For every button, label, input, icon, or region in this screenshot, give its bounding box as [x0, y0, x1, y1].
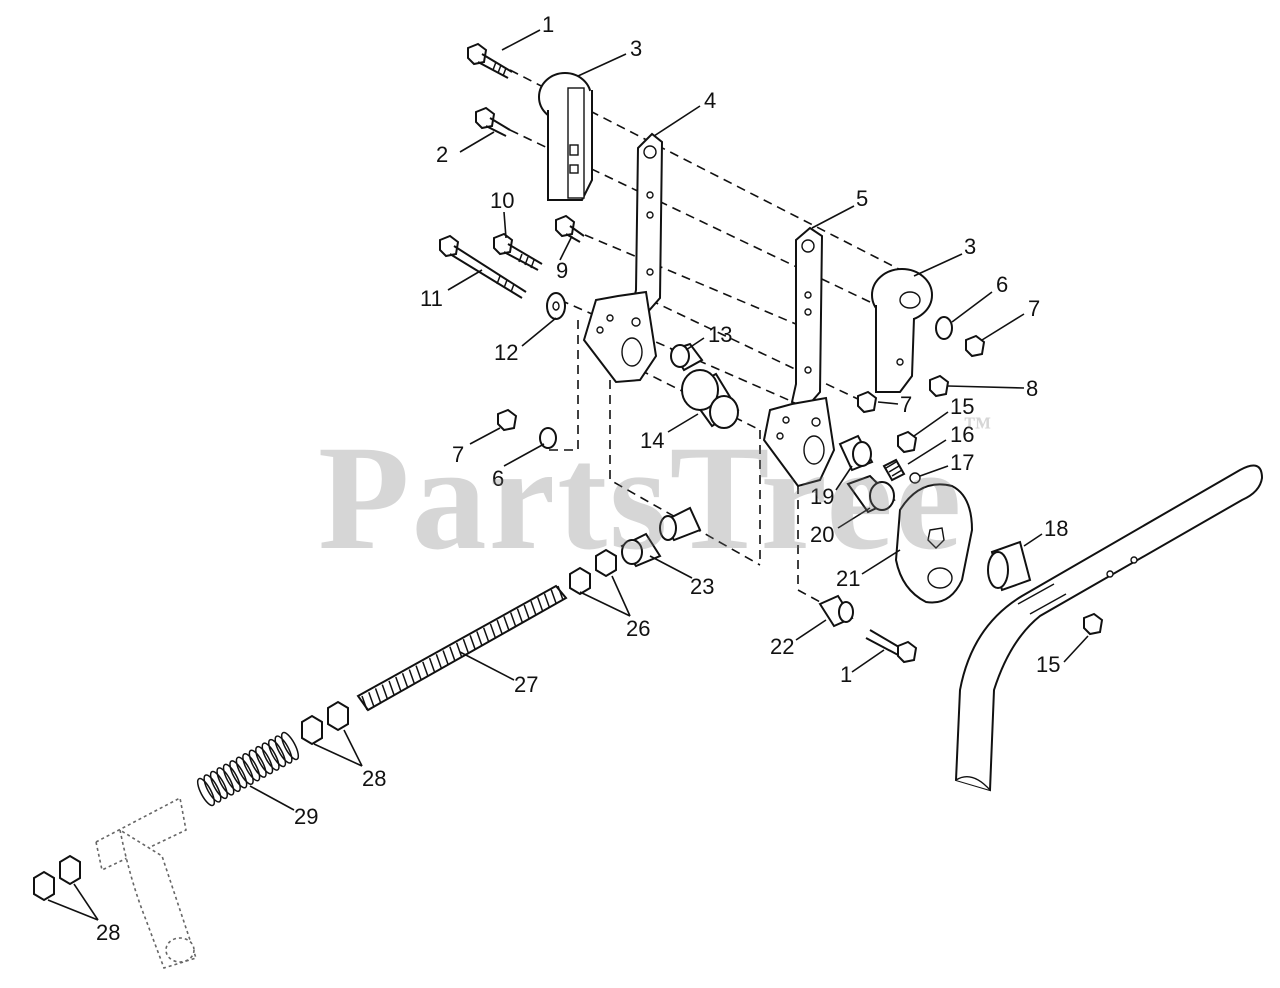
callout-3-upper: 3 [630, 36, 642, 61]
nut-7-mid [857, 390, 878, 414]
callout-29: 29 [294, 804, 318, 829]
lever-arm-4 [582, 132, 664, 384]
bolt-11 [439, 234, 527, 299]
callout-15-mid: 15 [950, 394, 974, 419]
bushing-14 [681, 369, 740, 429]
phantom-linkage [95, 796, 198, 969]
nut-8 [929, 374, 950, 398]
nut-15-mid [897, 430, 918, 454]
callout-7-right: 7 [1028, 296, 1040, 321]
callout-21: 21 [836, 566, 860, 591]
callout-13: 13 [708, 322, 732, 347]
callout-3-lower: 3 [964, 234, 976, 259]
callout-20: 20 [810, 522, 834, 547]
callout-26: 26 [626, 616, 650, 641]
spacer-22 [818, 594, 854, 628]
nuts-28-lower [33, 854, 81, 902]
bushing-23 [620, 506, 702, 568]
pivot-bracket-3-upper [538, 72, 593, 201]
callout-7-left: 7 [452, 442, 464, 467]
detent-plate-21 [894, 483, 974, 604]
clip-18 [987, 540, 1032, 592]
washer-6-left [539, 427, 557, 449]
callout-1-lower: 1 [840, 662, 852, 687]
bushing-19 [838, 434, 874, 472]
screw-2 [475, 106, 511, 137]
callout-2: 2 [436, 142, 448, 167]
callout-23: 23 [690, 574, 714, 599]
screw-9 [555, 214, 585, 243]
callout-14: 14 [640, 428, 664, 453]
callout-28-lower: 28 [96, 920, 120, 945]
callout-10: 10 [490, 188, 514, 213]
callout-16: 16 [950, 422, 974, 447]
alignment-lines [509, 69, 931, 611]
pivot-bracket-3-lower [871, 268, 933, 393]
nut-15-handle [1083, 612, 1104, 636]
lever-arm-5 [762, 226, 836, 488]
washer-12 [546, 292, 566, 320]
callout-9: 9 [556, 258, 568, 283]
callout-12: 12 [494, 340, 518, 365]
threaded-rod-27 [356, 584, 568, 712]
callout-11: 11 [420, 286, 443, 311]
callout-6-left: 6 [492, 466, 504, 491]
bolt-10 [493, 232, 543, 271]
callout-27: 27 [514, 672, 538, 697]
callout-19: 19 [810, 484, 834, 509]
bolt-1-top [467, 42, 513, 79]
ball-17 [909, 472, 921, 484]
callout-15-handle: 15 [1036, 652, 1060, 677]
nut-7-left [497, 408, 518, 432]
spacer-13 [670, 342, 704, 372]
callout-1-top: 1 [542, 12, 554, 37]
bolt-1-lower [865, 629, 918, 664]
nuts-26 [569, 548, 617, 596]
spacer-20 [846, 474, 896, 514]
shift-handle [954, 464, 1264, 792]
callout-6-right: 6 [996, 272, 1008, 297]
compression-spring-29 [196, 731, 300, 807]
nuts-28-middle [301, 700, 349, 746]
callout-8: 8 [1026, 376, 1038, 401]
callout-5: 5 [856, 186, 868, 211]
callout-18: 18 [1044, 516, 1068, 541]
callout-4: 4 [704, 88, 716, 113]
callout-22: 22 [770, 634, 794, 659]
callout-labels: 1 3 4 2 10 9 11 12 13 5 3 6 7 8 7 15 16 … [96, 12, 1068, 945]
callout-28-middle: 28 [362, 766, 386, 791]
callout-7-mid: 7 [900, 392, 912, 417]
leader-lines [47, 29, 1089, 921]
spring-16 [882, 458, 906, 482]
nut-7-right [965, 334, 986, 358]
callout-17: 17 [950, 450, 974, 475]
washer-6-right [935, 316, 953, 340]
